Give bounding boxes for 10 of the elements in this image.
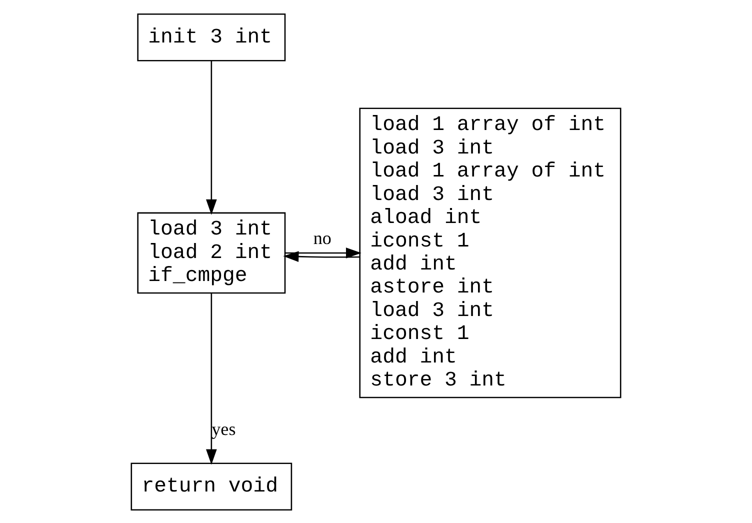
node-box: load 3 int load 2 int if_cmpge (137, 212, 286, 294)
arrow (283, 250, 360, 262)
node-box: return void (130, 462, 292, 510)
node-box: init 3 int (137, 13, 286, 61)
edge-label: no (313, 228, 332, 248)
edge-label: yes (212, 418, 236, 439)
arrow (285, 247, 362, 258)
node-box: load 1 array of int load 3 int load 1 array of int load 3 int aload int iconst 1 add int astore int load 3 int iconst 1 add int store 3 int (359, 107, 622, 398)
arrow (206, 292, 217, 464)
arrow (206, 60, 217, 214)
